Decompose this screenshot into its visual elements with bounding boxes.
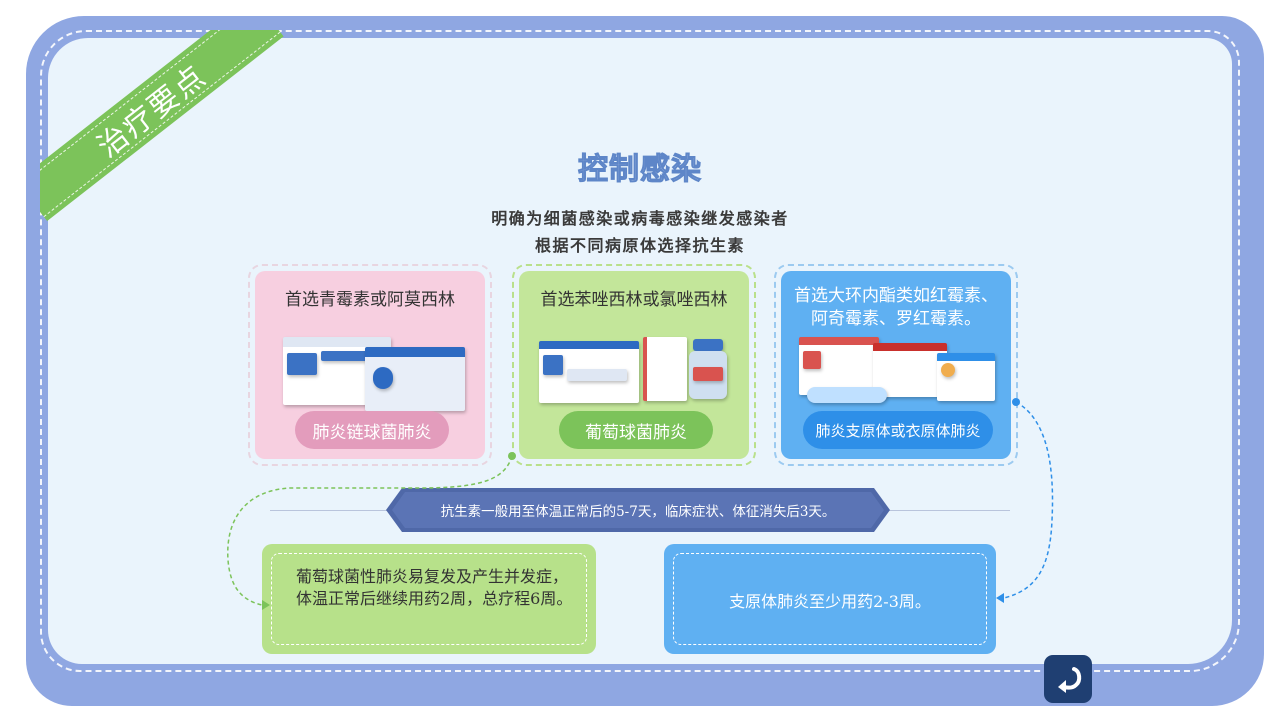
subtitle-line-1: 明确为细菌感染或病毒感染继发感染者 — [491, 209, 789, 228]
subtitle-line-2: 根据不同病原体选择抗生素 — [534, 236, 745, 255]
banner: 抗生素一般用至体温正常后的5-7天，临床症状、体征消失后3天。 — [392, 492, 884, 528]
card-staphylococcal: 首选苯唑西林或氯唑西林 葡萄球菌肺炎 — [512, 264, 756, 466]
pill-label: 葡萄球菌肺炎 — [559, 411, 713, 449]
card-mycoplasma: 首选大环内酯类如红霉素、阿奇霉素、罗红霉素。 肺炎支原体或衣原体肺炎 — [774, 264, 1018, 466]
card-body: 首选青霉素或阿莫西林 肺炎链球菌肺炎 — [255, 271, 485, 459]
note-staphylococcal: 葡萄球菌性肺炎易复发及产生并发症，体温正常后继续用药2周，总疗程6周。 — [262, 544, 596, 654]
card-body: 首选苯唑西林或氯唑西林 葡萄球菌肺炎 — [519, 271, 749, 459]
return-arrow-icon — [1058, 667, 1082, 693]
banner-text: 抗生素一般用至体温正常后的5-7天，临床症状、体征消失后3天。 — [440, 504, 836, 520]
pill-label: 肺炎链球菌肺炎 — [295, 411, 449, 449]
return-button[interactable] — [1044, 655, 1092, 703]
card-body: 首选大环内酯类如红霉素、阿奇霉素、罗红霉素。 肺炎支原体或衣原体肺炎 — [781, 271, 1011, 459]
card-text: 首选大环内酯类如红霉素、阿奇霉素、罗红霉素。 — [794, 286, 998, 329]
drug-box-image — [255, 337, 485, 411]
frame-dashed-stitch — [40, 30, 1240, 672]
drug-box-image — [519, 337, 749, 407]
ribbon-band: 治疗要点 — [40, 30, 284, 222]
note-dashed-border — [673, 553, 987, 645]
card-text: 首选青霉素或阿莫西林 — [285, 290, 455, 310]
page-title: 控制感染 — [578, 152, 702, 188]
drug-box-image — [781, 337, 1011, 407]
pill-label: 肺炎支原体或衣原体肺炎 — [803, 411, 993, 449]
note-text: 支原体肺炎至少用药2-3周。 — [729, 592, 931, 611]
card-pneumococcal: 首选青霉素或阿莫西林 肺炎链球菌肺炎 — [248, 264, 492, 466]
note-text: 葡萄球菌性肺炎易复发及产生并发症，体温正常后继续用药2周，总疗程6周。 — [296, 567, 573, 608]
corner-ribbon: 治疗要点 — [40, 30, 300, 230]
card-text: 首选苯唑西林或氯唑西林 — [540, 290, 728, 310]
note-mycoplasma: 支原体肺炎至少用药2-3周。 — [664, 544, 996, 654]
